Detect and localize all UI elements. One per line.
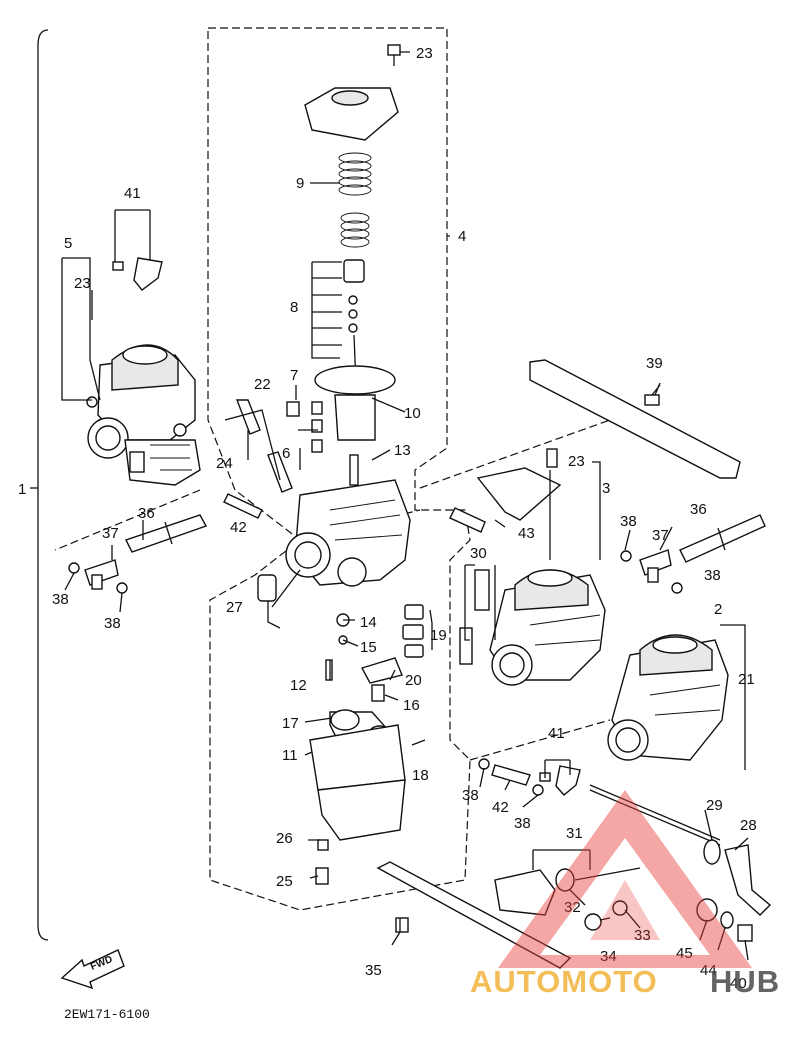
callout: 25 bbox=[276, 873, 293, 890]
callout: 23 bbox=[568, 453, 585, 470]
callout: 21 bbox=[738, 671, 755, 688]
callout: 16 bbox=[403, 697, 420, 714]
callout: 36 bbox=[690, 501, 707, 518]
drawing-code: 2EW171-6100 bbox=[64, 1007, 150, 1022]
callout: 6 bbox=[282, 445, 290, 462]
callout: 17 bbox=[282, 715, 299, 732]
callout: 12 bbox=[290, 677, 307, 694]
callout: 40 bbox=[730, 975, 747, 992]
carburetor-right-2 bbox=[607, 634, 729, 761]
callout: 7 bbox=[290, 367, 298, 384]
callout: 42 bbox=[492, 799, 509, 816]
throttle-shaft bbox=[589, 784, 721, 841]
callout: 44 bbox=[700, 962, 717, 979]
callout: 32 bbox=[564, 899, 581, 916]
mounting-bar bbox=[529, 359, 741, 479]
forward-direction-badge: FWD bbox=[60, 949, 125, 990]
callout: 38 bbox=[462, 787, 479, 804]
callout: 38 bbox=[620, 513, 637, 530]
callout: 11 bbox=[282, 747, 298, 764]
mounting-strap bbox=[376, 861, 572, 969]
callout: 26 bbox=[276, 830, 293, 847]
callout: 38 bbox=[104, 615, 121, 632]
callout: 39 bbox=[646, 355, 663, 372]
callout: 13 bbox=[394, 442, 411, 459]
callout: 33 bbox=[634, 927, 651, 944]
watermark-brand-suffix: HUB bbox=[710, 964, 780, 999]
callout: 43 bbox=[518, 525, 535, 542]
watermark-brand-text: AUTOMOTO bbox=[470, 964, 658, 999]
callout: 20 bbox=[405, 672, 422, 689]
callout: 37 bbox=[102, 525, 119, 542]
callout: 9 bbox=[296, 175, 304, 192]
callout: 2 bbox=[714, 601, 722, 618]
callout: 19 bbox=[430, 627, 447, 644]
carburetor-left bbox=[86, 344, 201, 486]
callout: 1 bbox=[18, 481, 26, 498]
callout: 10 bbox=[404, 405, 421, 422]
assembly-bracket bbox=[37, 29, 49, 941]
callout: 5 bbox=[64, 235, 72, 252]
callout: 38 bbox=[704, 567, 721, 584]
callout: 22 bbox=[254, 376, 271, 393]
callout: 14 bbox=[360, 614, 377, 631]
callout: 4 bbox=[458, 228, 466, 245]
leader-lines bbox=[54, 419, 611, 761]
callout: 38 bbox=[52, 591, 69, 608]
callout-leaders bbox=[61, 51, 749, 961]
callout: 8 bbox=[290, 299, 298, 316]
callout: 15 bbox=[360, 639, 377, 656]
callout: 38 bbox=[514, 815, 531, 832]
hose-left bbox=[125, 514, 208, 553]
callout: 30 bbox=[470, 545, 487, 562]
callout: 42 bbox=[230, 519, 247, 536]
callout: 24 bbox=[216, 455, 233, 472]
hose-right bbox=[679, 514, 766, 563]
callout-labels: 1 2 3 4 5 6 7 8 9 10 11 12 13 14 15 16 1… bbox=[18, 45, 757, 992]
callout: 34 bbox=[600, 948, 617, 965]
watermark-logo: AUTOMOTO HUB bbox=[470, 790, 780, 999]
callout: 27 bbox=[226, 599, 243, 616]
carburetor-center bbox=[235, 44, 424, 885]
callout: 18 bbox=[412, 767, 429, 784]
callout: 29 bbox=[706, 797, 723, 814]
callout: 37 bbox=[652, 527, 669, 544]
callout: 23 bbox=[416, 45, 433, 62]
callout: 28 bbox=[740, 817, 757, 834]
callout: 35 bbox=[365, 962, 382, 979]
watermark-triangle-icon bbox=[498, 790, 752, 968]
callout: 41 bbox=[548, 725, 565, 742]
callout: 45 bbox=[676, 945, 693, 962]
callout: 41 bbox=[124, 185, 141, 202]
callout: 23 bbox=[74, 275, 91, 292]
carburetor-right-3 bbox=[459, 569, 606, 686]
fuel-pipe-left bbox=[223, 493, 263, 519]
callout: 36 bbox=[138, 505, 155, 522]
callout: 3 bbox=[602, 480, 610, 497]
callout: 31 bbox=[566, 825, 583, 842]
